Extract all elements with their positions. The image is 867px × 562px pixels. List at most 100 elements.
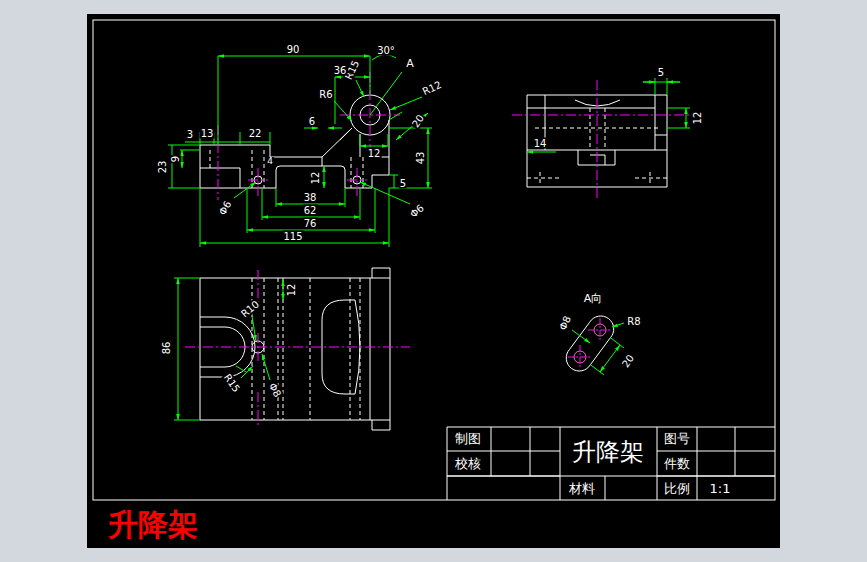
- view-a-centerlines-part: [568, 318, 612, 369]
- sheet-frame: [93, 20, 775, 500]
- angle-text: 30°: [376, 45, 396, 56]
- view-title: A向: [583, 293, 604, 305]
- front-view-dimensions-part: [182, 150, 183, 168]
- dimension-text: 12: [310, 171, 321, 186]
- dimension-text: 14: [533, 138, 548, 149]
- title-block-part: [447, 427, 775, 500]
- view-a-dimensions-part: [612, 323, 624, 327]
- side-view-centerlines: [512, 80, 690, 200]
- front-view-dimensions-part: [247, 230, 375, 231]
- dimension-text: 38: [303, 192, 318, 203]
- front-view-dimensions-part: [328, 128, 342, 129]
- front-view-hidden: [210, 150, 363, 188]
- front-view-dimensions-part: [218, 56, 370, 145]
- view-a-dimensions-part: [600, 345, 620, 372]
- front-view-dimensions-part: [389, 175, 398, 188]
- dimension-text: 5: [657, 67, 665, 78]
- front-view-dimensions-part: [390, 97, 422, 110]
- dimension-text: 13: [200, 128, 215, 139]
- dimension-text: 86: [161, 341, 172, 356]
- part-name: 升降架: [571, 439, 645, 465]
- front-view-dimensions-part: [428, 128, 429, 188]
- title-block-cell: 制图: [454, 432, 482, 446]
- front-view-outline-part: [340, 128, 360, 157]
- dimension-text: 76: [303, 218, 318, 229]
- front-view-hidden-part: [210, 150, 363, 188]
- front-view-dimensions-part: [370, 72, 402, 115]
- top-view-hidden-part: [252, 278, 360, 420]
- front-view-dimensions-part: [334, 101, 352, 121]
- title-block: [447, 427, 775, 500]
- dimension-text: 3: [186, 129, 194, 140]
- front-view-dimensions-part: [304, 128, 318, 129]
- sheet-ground: [87, 14, 780, 548]
- top-view-outline-part: [200, 278, 390, 420]
- top-view-dimensions-part: [241, 366, 253, 378]
- side-view-dimensions-part: [643, 78, 680, 95]
- view-letter: A: [405, 58, 415, 70]
- dimension-text: 62: [303, 205, 318, 216]
- top-view-centerlines-part: [185, 270, 410, 425]
- top-view-dimensions-part: [178, 278, 179, 420]
- top-view-hidden: [252, 278, 360, 420]
- dimension-text: 12: [367, 148, 382, 159]
- dimension-text: 23: [157, 160, 168, 175]
- dimension-text: 4: [266, 157, 274, 167]
- front-view-dimensions-part: [218, 56, 370, 57]
- top-view-dimensions-part: [262, 354, 270, 380]
- front-view-dimensions-part: [200, 188, 389, 247]
- side-view-dimensions-part: [527, 152, 556, 153]
- front-view-dimensions: [168, 54, 432, 247]
- dimension-text: 6: [308, 116, 316, 127]
- title-block-cell: 比例: [663, 482, 691, 496]
- title-block-cell: 图号: [663, 432, 691, 446]
- front-view-dimensions-part: [389, 188, 432, 189]
- front-view-dimensions-part: [360, 146, 388, 147]
- front-view-dimensions-part: [200, 243, 389, 244]
- front-view-outline-part: [200, 157, 389, 188]
- top-view-outline: [200, 268, 390, 430]
- front-view-dimensions-part: [234, 182, 256, 198]
- scale-value: 1:1: [709, 482, 732, 496]
- top-view-centerlines: [185, 270, 410, 425]
- top-view-dimensions-part: [174, 278, 200, 420]
- title-block-cell: 材料: [568, 482, 596, 496]
- dimension-text: 22: [248, 128, 263, 139]
- view-a-dimensions-part: [572, 330, 590, 343]
- dimension-text: 43: [415, 151, 426, 166]
- dimension-text: 115: [282, 231, 303, 242]
- side-view-dimensions-part: [686, 108, 687, 128]
- title-block-cell: 件数: [663, 457, 691, 471]
- dimension-text: 90: [286, 44, 301, 55]
- side-view-dimensions-part: [643, 82, 655, 83]
- drawing-title: 升降架: [108, 508, 198, 541]
- radius-text: R8: [626, 316, 641, 327]
- front-view-outline-part: [200, 120, 389, 188]
- side-view-dimensions: [527, 78, 690, 152]
- front-view-dimensions-part: [360, 134, 388, 146]
- front-view-centerlines: [218, 72, 400, 200]
- view-a-dimensions: [572, 323, 624, 375]
- top-view-outline-part: [370, 268, 390, 430]
- front-view-dimensions-part: [356, 80, 364, 97]
- dimension-text: 36: [333, 65, 348, 76]
- top-view-dimensions: [174, 278, 283, 420]
- dimension-text: 9: [170, 155, 181, 163]
- dimension-text: 12: [692, 111, 703, 126]
- title-block-cell: 校核: [454, 457, 482, 471]
- dimension-text: 12: [286, 283, 297, 298]
- front-view-dimensions-part: [324, 166, 325, 188]
- dimension-text: 5: [399, 178, 407, 189]
- view-a-centerlines: [568, 318, 612, 369]
- top-view-dimensions-part: [252, 316, 256, 341]
- view-a-dimensions-part: [590, 338, 624, 375]
- top-view-dimensions-part: [283, 280, 284, 300]
- front-view-dimensions-part: [168, 145, 200, 188]
- side-view-dimensions-part: [667, 82, 680, 83]
- side-view-dimensions-part: [667, 108, 690, 128]
- side-view-centerlines-part: [512, 80, 690, 200]
- radius-text: R6: [318, 89, 333, 100]
- front-view-centerlines-part: [218, 72, 400, 200]
- top-view-dimensions-part: [236, 366, 246, 372]
